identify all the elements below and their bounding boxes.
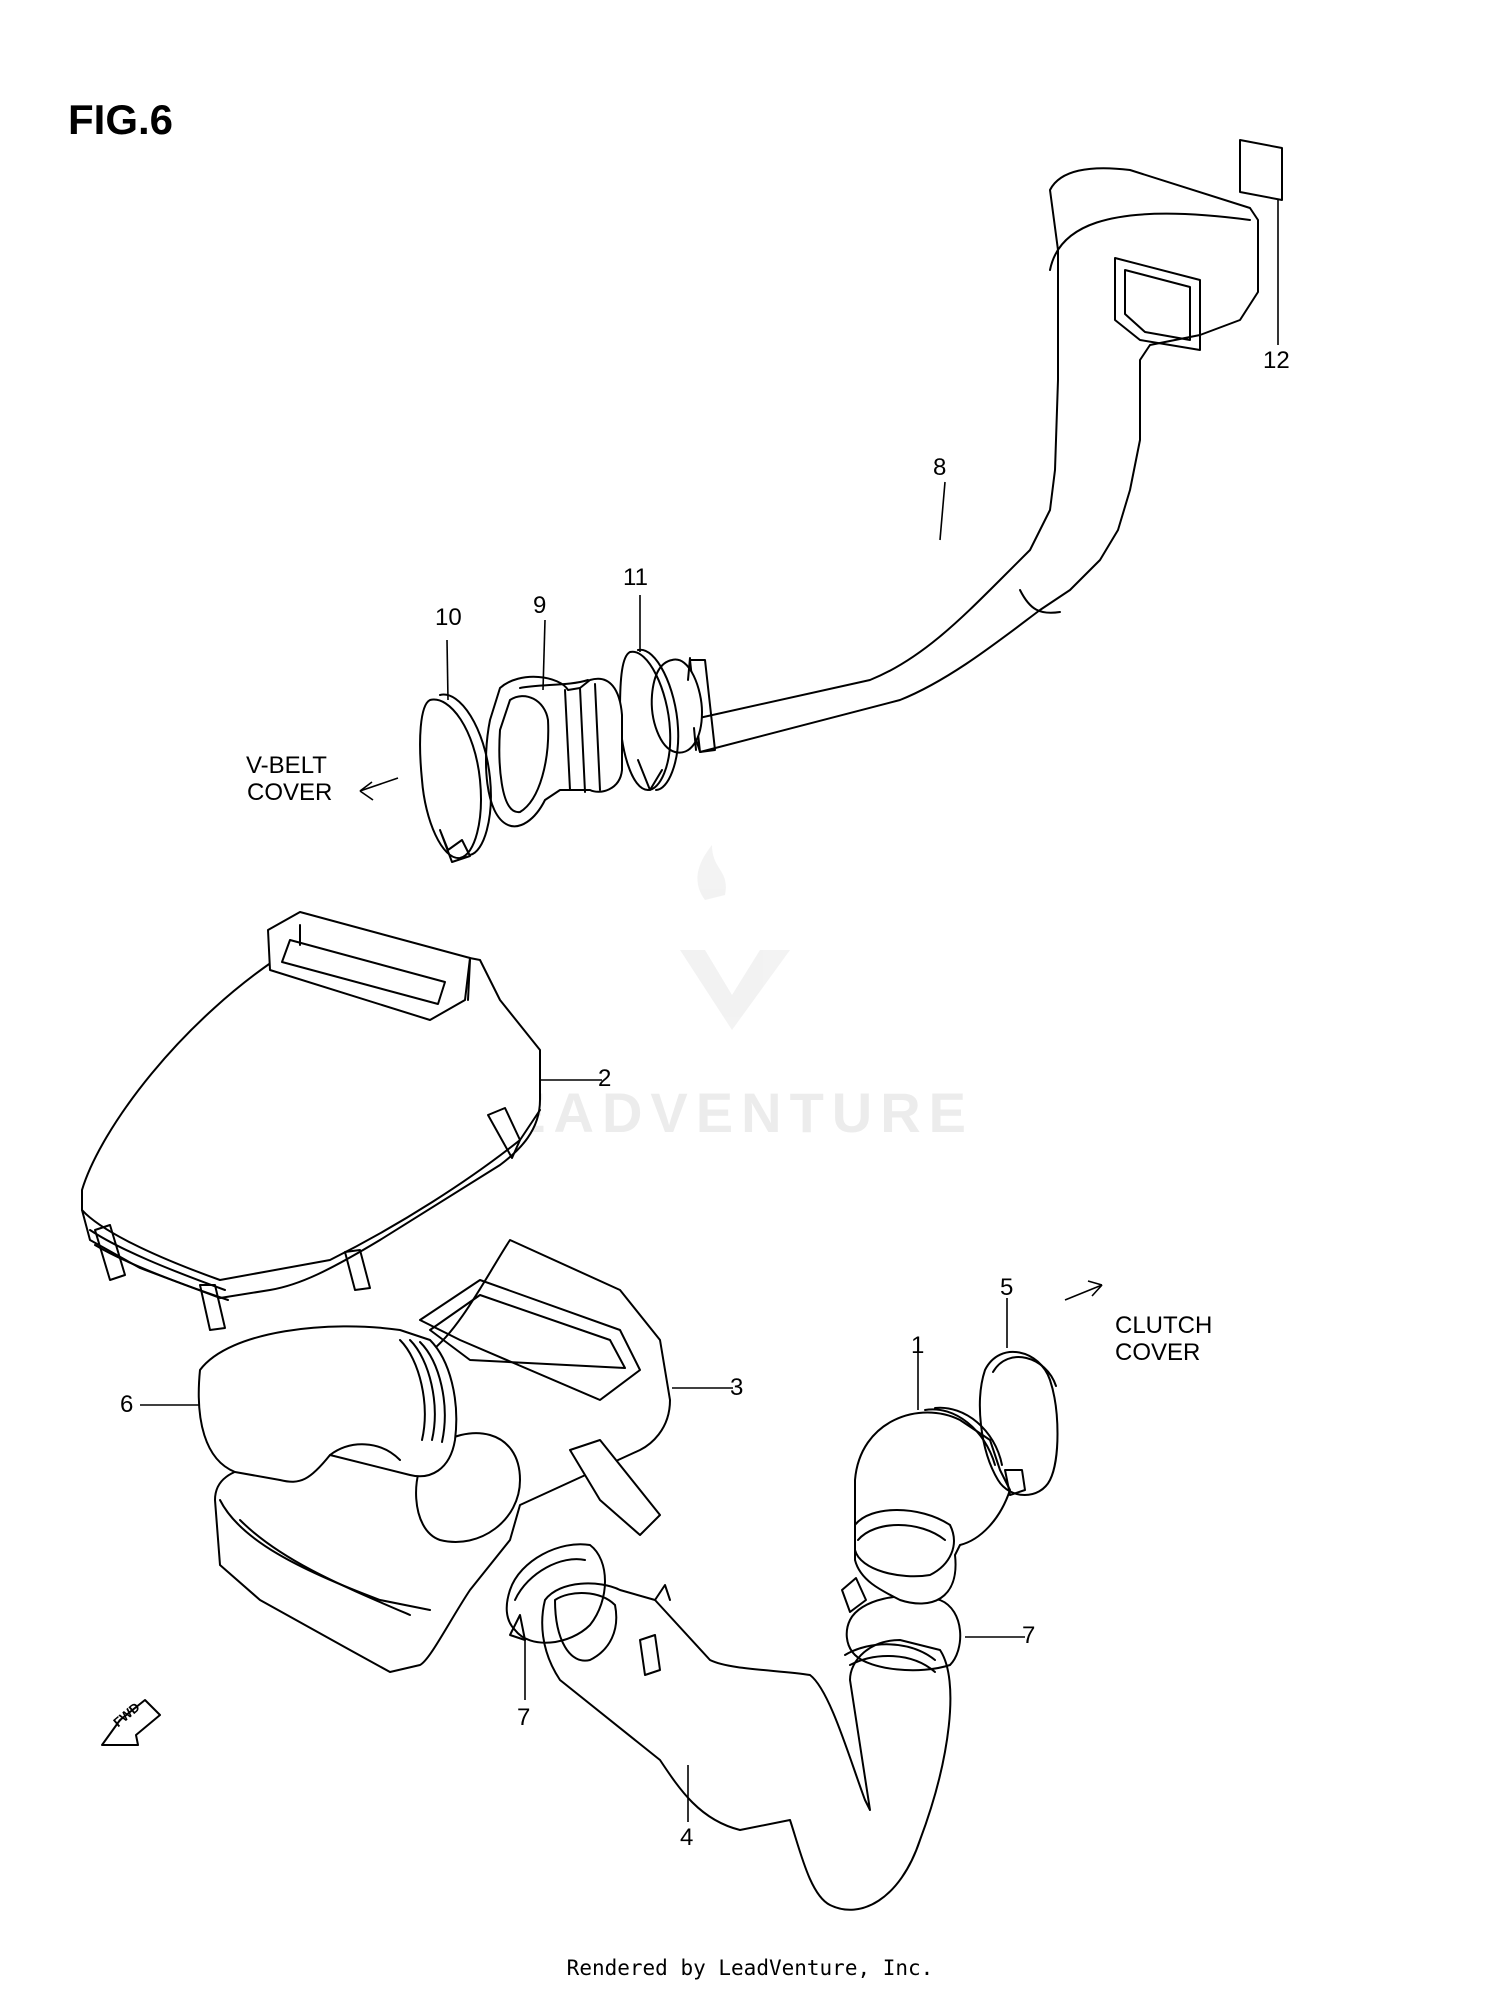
part-label-8: 8 — [933, 454, 947, 481]
leader-lines — [140, 200, 1279, 1822]
vbelt-cover-label-line2: COVER — [247, 779, 333, 806]
part-5-clamp — [978, 1351, 1059, 1496]
part-9-rubber-boot — [485, 675, 623, 828]
part-11-clamp — [619, 648, 680, 791]
part-label-12: 12 — [1263, 347, 1290, 374]
part-label-2: 2 — [598, 1065, 612, 1092]
part-7-clamp-left — [505, 1543, 606, 1644]
part-8-intake-duct — [650, 167, 1259, 754]
part-label-10: 10 — [435, 604, 462, 631]
part-label-6: 6 — [120, 1391, 134, 1418]
part-12-label-tag — [1239, 139, 1283, 201]
part-6-inlet-funnel — [197, 1325, 458, 1483]
clutch-cover-label-line2: COVER — [1115, 1339, 1201, 1366]
clutch-cover-label-line1: CLUTCH — [1115, 1312, 1213, 1339]
part-label-11: 11 — [623, 564, 648, 591]
part-label-7-left: 7 — [517, 1704, 531, 1731]
footer-credit: Rendered by LeadVenture, Inc. — [566, 1956, 934, 1980]
part-label-7-right: 7 — [1022, 1622, 1036, 1649]
figure-title: FIG.6 — [68, 96, 174, 143]
vbelt-cover-label-line1: V-BELT — [246, 752, 327, 779]
watermark-logo-icon — [680, 845, 790, 1030]
fwd-arrow-icon — [101, 1699, 161, 1746]
part-10-clamp — [419, 693, 492, 863]
part-label-5: 5 — [1000, 1274, 1014, 1301]
part-label-9: 9 — [533, 592, 547, 619]
part-label-1: 1 — [911, 1332, 925, 1359]
part-1-hose-elbow — [854, 1406, 1011, 1605]
part-2-air-cleaner-cover — [81, 911, 541, 1331]
part-4-outlet-hose — [541, 1582, 952, 1911]
watermark: LEADVENTURE — [465, 1081, 975, 1144]
part-label-4: 4 — [680, 1824, 694, 1851]
part-label-3: 3 — [730, 1374, 744, 1401]
